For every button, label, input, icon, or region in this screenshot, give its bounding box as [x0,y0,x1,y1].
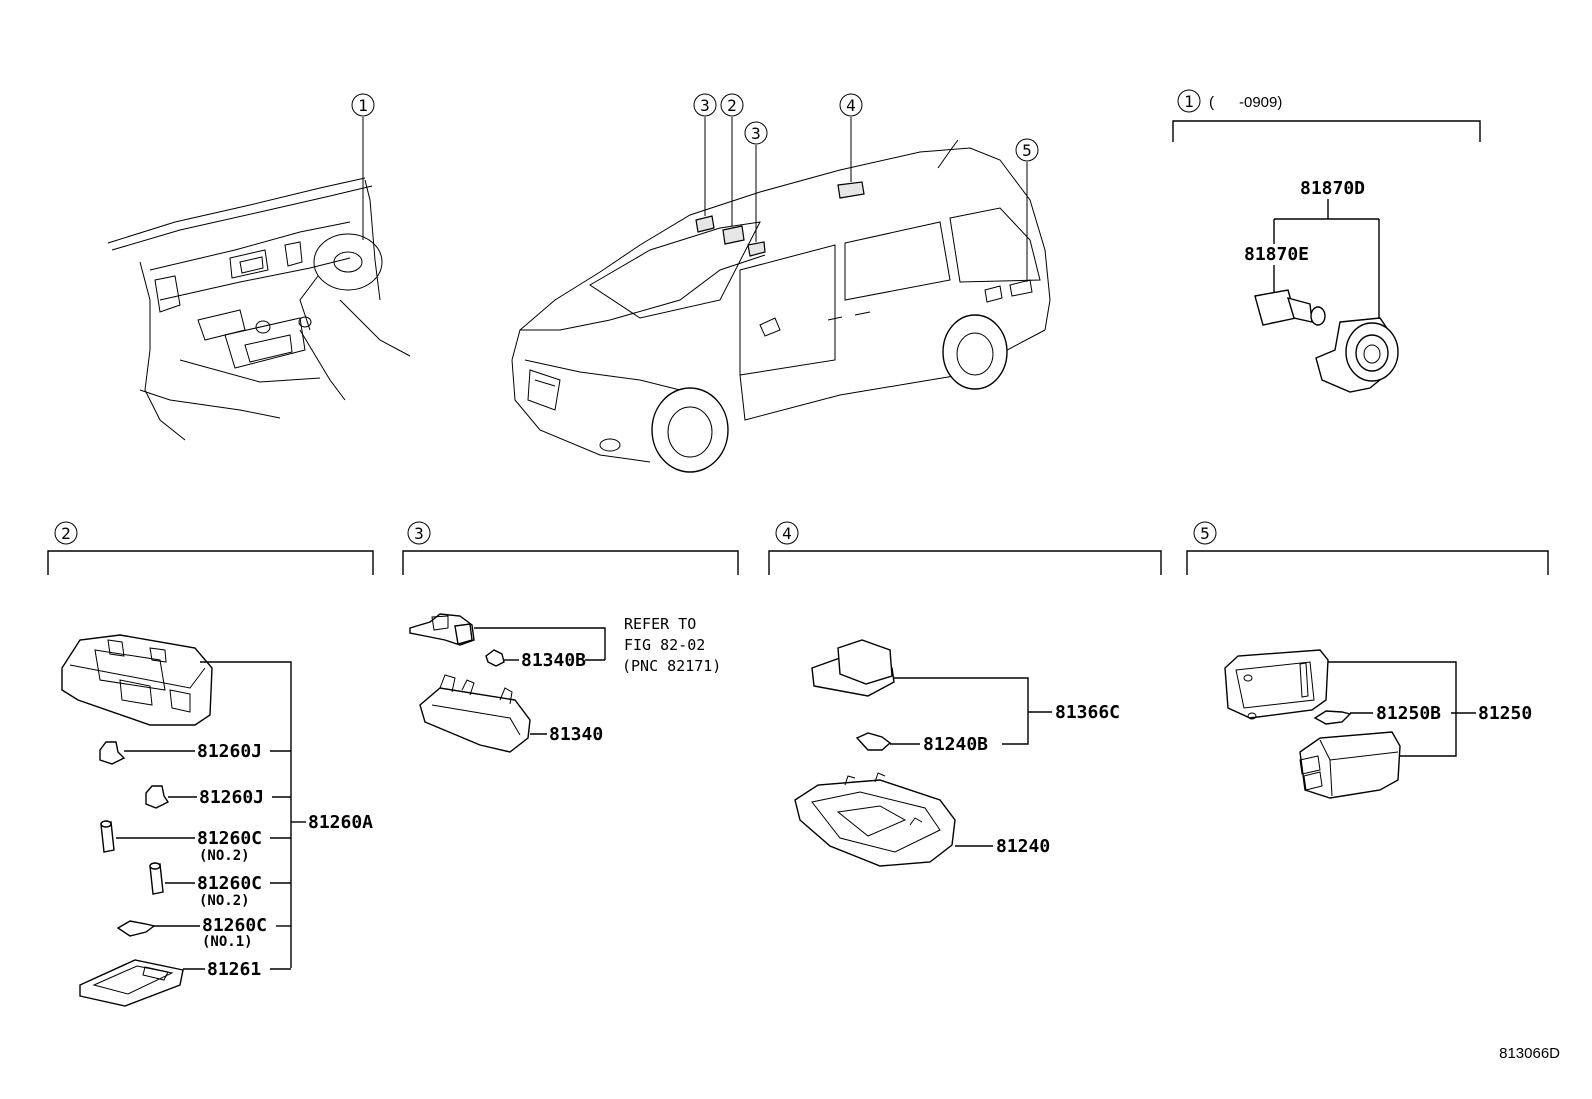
part-81870D: 81870D [1300,178,1365,199]
callout-roof-a: 3 [693,93,717,117]
section-3: 3 REFER TO FIG 82-02 (PNC 82171) 81340B … [402,521,739,753]
part-81366C: 81366C [1055,702,1120,723]
part-81240B: 81240B [923,734,988,755]
part-81250: 81250 [1478,703,1532,724]
part-81260C-no1: 81260C [202,915,267,936]
section-4: 4 81366C 81240B 81240 [768,521,1162,867]
vehicle-illustration [511,117,1051,473]
callout-rear: 5 [1015,138,1039,162]
callout-roof-b: 2 [720,93,744,117]
section-1-range: ( -0909) [1209,94,1282,111]
callout-roof-center: 4 [839,93,863,117]
part-81260J-1: 81260J [197,741,262,762]
part-81340B: 81340B [521,650,586,671]
svg-text:3: 3 [700,96,710,115]
callout-dash: 1 [351,93,375,117]
dashboard-illustration [107,117,411,441]
part-81240: 81240 [996,836,1050,857]
refer-note-line-1: REFER TO [624,615,696,633]
section-4-marker: 4 [782,524,792,543]
section-1-marker: 1 [1184,92,1194,111]
part-81260A: 81260A [308,812,373,833]
part-81870E: 81870E [1244,244,1309,265]
part-81260J-2: 81260J [199,787,264,808]
part-81260C-no2-b: 81260C [197,873,262,894]
svg-text:5: 5 [1022,141,1032,160]
section-2: 2 81260J 81260J 81260C (NO.2) 81260C [47,521,374,1007]
part-81250B: 81250B [1376,703,1441,724]
refer-note-line-2: FIG 82-02 [624,636,705,654]
drawing-code: 813066D [1499,1045,1560,1062]
svg-text:4: 4 [846,96,856,115]
section-3-marker: 3 [414,524,424,543]
callout-roof-c: 3 [744,121,768,145]
part-81260C-no2-b-note: (NO.2) [199,893,250,909]
svg-text:1: 1 [358,96,368,115]
svg-text:3: 3 [751,124,761,143]
part-81261: 81261 [207,959,261,980]
svg-text:2: 2 [727,96,737,115]
part-81260C-no2-a: 81260C [197,828,262,849]
part-81260C-no2-a-note: (NO.2) [199,848,250,864]
section-5-marker: 5 [1200,524,1210,543]
refer-note-line-3: (PNC 82171) [622,657,721,675]
section-2-marker: 2 [61,524,71,543]
part-81260C-no1-note: (NO.1) [202,934,253,950]
section-1: 1 ( -0909) 81870D 81870E [1172,89,1481,393]
part-81340: 81340 [549,724,603,745]
section-5: 5 81250B 81250 [1186,521,1549,799]
